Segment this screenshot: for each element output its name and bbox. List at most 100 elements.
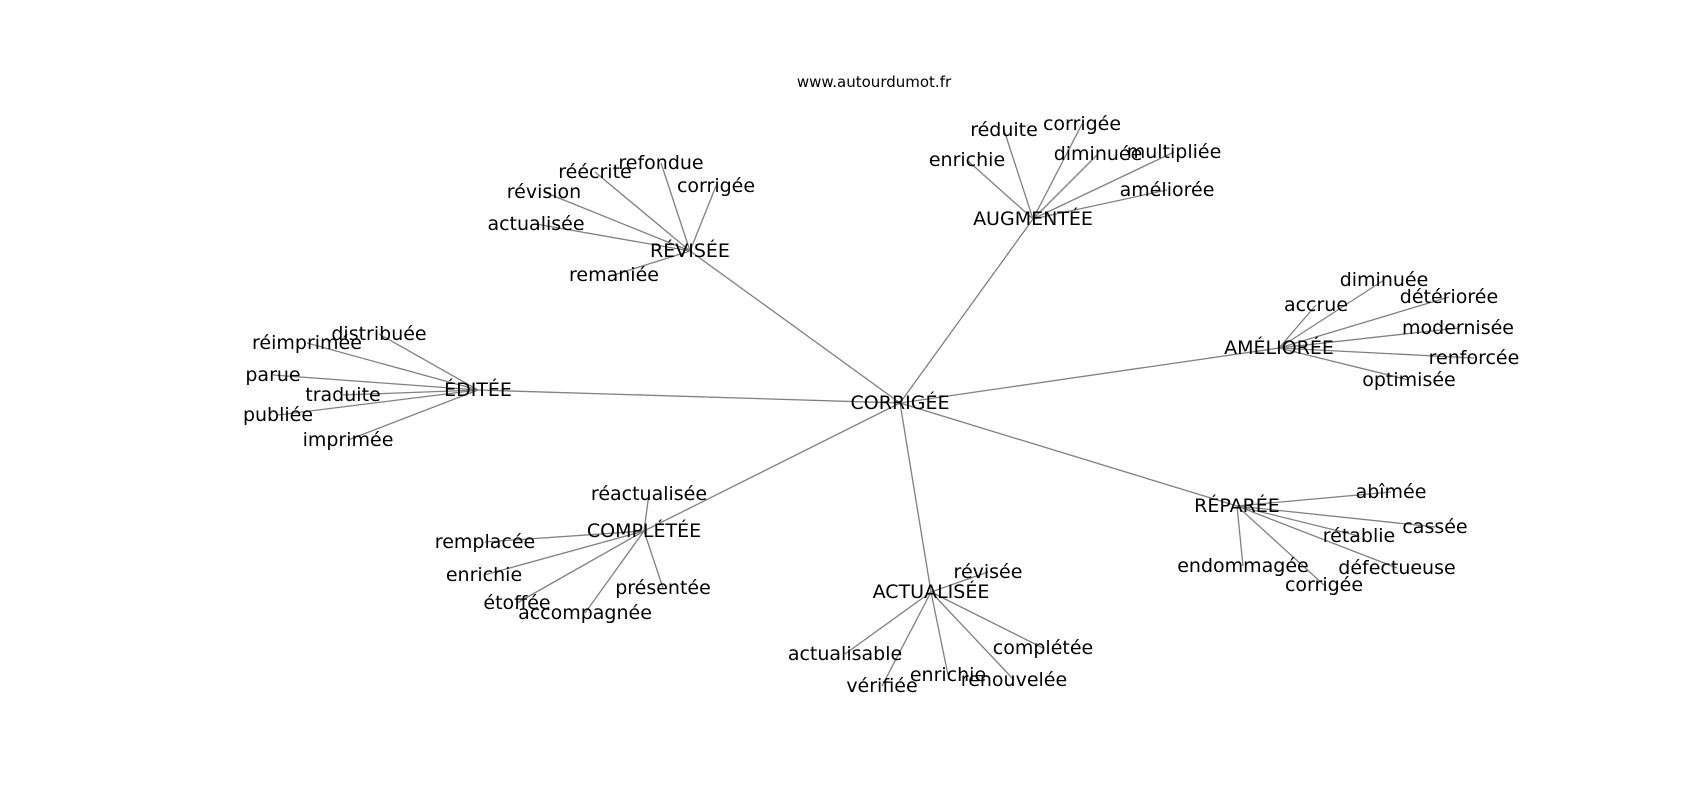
edge-editee-imprimee (347, 389, 479, 441)
leaf-node-editee-reimprimee[interactable]: réimprimée (252, 332, 362, 354)
edge-root-reparee (899, 402, 1238, 507)
leaf-node-augmentee-enrichie[interactable]: enrichie (929, 149, 1005, 171)
edge-editee-reimprimee (306, 342, 479, 391)
leaf-node-editee-imprimee[interactable]: imprimée (303, 429, 394, 451)
edge-completee-accompagnee (584, 530, 645, 614)
edge-actualisee-actualisable (844, 591, 932, 655)
edge-root-actualisee (899, 402, 932, 593)
leaf-node-reparee-cassee[interactable]: cassée (1402, 516, 1467, 538)
edge-completee-enrichie (483, 530, 645, 576)
leaf-node-completee-reactualisee[interactable]: réactualisée (591, 483, 707, 505)
edge-amelioree-accrue (1278, 304, 1317, 349)
leaf-node-actualisee-renouvelee[interactable]: renouvelée (961, 669, 1067, 691)
edge-completee-etoffee (516, 530, 645, 604)
site-url: www.autourdumot.fr (797, 73, 952, 91)
leaf-node-augmentee-corrigee[interactable]: corrigée (1043, 113, 1121, 135)
edge-editee-traduite (342, 389, 479, 396)
leaf-node-completee-accompagnee[interactable]: accompagnée (518, 602, 652, 624)
leaf-node-actualisee-verifiee[interactable]: vérifiée (846, 675, 917, 697)
leaf-node-augmentee-amelioree[interactable]: améliorée (1120, 179, 1215, 201)
edge-completee-reactualisee (643, 493, 650, 532)
edge-revisee-refondue (660, 162, 691, 252)
leaf-node-amelioree-diminuee[interactable]: diminuée (1340, 269, 1429, 291)
hub-node-augmentee[interactable]: AUGMENTÉE (973, 207, 1093, 230)
leaf-node-reparee-endommagee[interactable]: endommagée (1177, 555, 1309, 577)
edge-root-editee (477, 389, 901, 404)
leaf-node-actualisee-actualisable[interactable]: actualisable (788, 643, 902, 665)
edge-root-completee (643, 402, 901, 532)
hub-node-actualisee[interactable]: ACTUALISÉE (873, 580, 990, 603)
leaf-node-amelioree-renforcee[interactable]: renforcée (1429, 347, 1520, 369)
leaf-node-actualisee-completee[interactable]: complétée (993, 637, 1093, 659)
leaf-node-editee-distribuee[interactable]: distribuée (331, 323, 426, 345)
root-node-label[interactable]: CORRIGÉE (851, 391, 950, 414)
leaf-node-amelioree-modernisee[interactable]: modernisée (1402, 317, 1514, 339)
edge-augmentee-reduite (1003, 129, 1034, 220)
leaf-node-revisee-actualisee[interactable]: actualisée (487, 213, 584, 235)
hub-node-revisee[interactable]: RÉVISÉE (650, 239, 730, 262)
leaf-node-completee-remplacee[interactable]: remplacée (435, 531, 535, 553)
edge-revisee-actualisee (535, 223, 691, 252)
leaf-node-augmentee-multipliee[interactable]: multipliée (1127, 141, 1222, 163)
edge-editee-parue (272, 374, 479, 391)
edge-root-augmentee (899, 218, 1034, 404)
edge-completee-presentee (643, 530, 664, 589)
labels-layer: CORRIGÉE RÉVISÉE AUGMENTÉE AMÉLIORÉE ÉDITÉE R… (243, 113, 1519, 697)
leaf-node-editee-traduite[interactable]: traduite (305, 384, 380, 406)
leaf-node-completee-presentee[interactable]: présentée (615, 577, 711, 599)
leaf-node-completee-etoffee[interactable]: étoffée (483, 592, 550, 614)
hub-node-completee[interactable]: COMPLÉTÉE (587, 519, 701, 542)
leaf-node-completee-enrichie[interactable]: enrichie (446, 564, 522, 586)
edge-revisee-reecrite (594, 171, 691, 252)
leaf-node-augmentee-reduite[interactable]: réduite (970, 119, 1038, 141)
edge-amelioree-modernisee (1278, 327, 1459, 349)
edge-reparee-abimee (1236, 491, 1392, 507)
leaf-node-actualisee-enrichie[interactable]: enrichie (910, 664, 986, 686)
leaf-node-revisee-reecrite[interactable]: réécrite (558, 161, 631, 183)
edge-amelioree-deterioree (1278, 296, 1450, 349)
edge-revisee-remaniee (613, 250, 691, 276)
hub-node-amelioree[interactable]: AMÉLIORÉE (1224, 336, 1334, 359)
leaf-node-revisee-remaniee[interactable]: remaniée (569, 264, 659, 286)
leaf-node-reparee-corrigee[interactable]: corrigée (1285, 574, 1363, 596)
edge-reparee-corrigee (1236, 505, 1325, 586)
edge-augmentee-enrichie (966, 159, 1034, 220)
edge-amelioree-diminuee (1278, 279, 1385, 349)
leaf-node-editee-publiee[interactable]: publiée (243, 404, 313, 426)
edge-reparee-defectueuse (1236, 505, 1398, 569)
leaf-node-reparee-retablie[interactable]: rétablie (1323, 525, 1395, 547)
edge-revisee-revision (543, 191, 691, 252)
leaf-node-editee-parue[interactable]: parue (245, 364, 300, 386)
leaf-node-reparee-abimee[interactable]: abîmée (1356, 481, 1427, 503)
leaf-node-amelioree-deterioree[interactable]: détériorée (1400, 286, 1498, 308)
edge-editee-publiee (277, 389, 479, 416)
edge-reparee-cassee (1236, 505, 1436, 528)
edge-augmentee-corrigee (1032, 123, 1083, 220)
edge-actualisee-completee (930, 591, 1044, 649)
edge-actualisee-renouvelee (930, 591, 1015, 681)
leaf-node-reparee-defectueuse[interactable]: défectueuse (1338, 557, 1455, 579)
edge-amelioree-renforcee (1278, 347, 1475, 359)
edge-reparee-endommagee (1236, 505, 1244, 567)
leaf-node-revisee-refondue[interactable]: refondue (618, 152, 703, 174)
edge-root-amelioree (899, 347, 1280, 404)
edge-augmentee-multipliee (1032, 151, 1175, 220)
leaf-node-amelioree-optimisee[interactable]: optimisée (1362, 369, 1455, 391)
edge-augmentee-amelioree (1032, 189, 1168, 220)
edge-root-revisee (689, 250, 901, 404)
leaf-node-augmentee-diminuee[interactable]: diminuée (1054, 143, 1143, 165)
hub-node-reparee[interactable]: RÉPARÉE (1194, 494, 1280, 517)
leaf-node-amelioree-accrue[interactable]: accrue (1284, 294, 1348, 316)
leaf-node-actualisee-revisee[interactable]: révisée (954, 561, 1023, 583)
edge-amelioree-optimisee (1278, 347, 1410, 381)
edge-completee-remplacee (484, 530, 645, 543)
edge-revisee-corrigee (689, 185, 717, 252)
leaf-node-revisee-corrigee[interactable]: corrigée (677, 175, 755, 197)
edge-editee-distribuee (378, 333, 479, 391)
leaf-node-revisee-revision[interactable]: révision (507, 181, 581, 203)
hub-node-editee[interactable]: ÉDITÉE (444, 378, 512, 401)
edge-augmentee-diminuee (1032, 153, 1099, 220)
edge-actualisee-enrichie (930, 591, 949, 676)
edge-reparee-retablie (1236, 505, 1360, 537)
